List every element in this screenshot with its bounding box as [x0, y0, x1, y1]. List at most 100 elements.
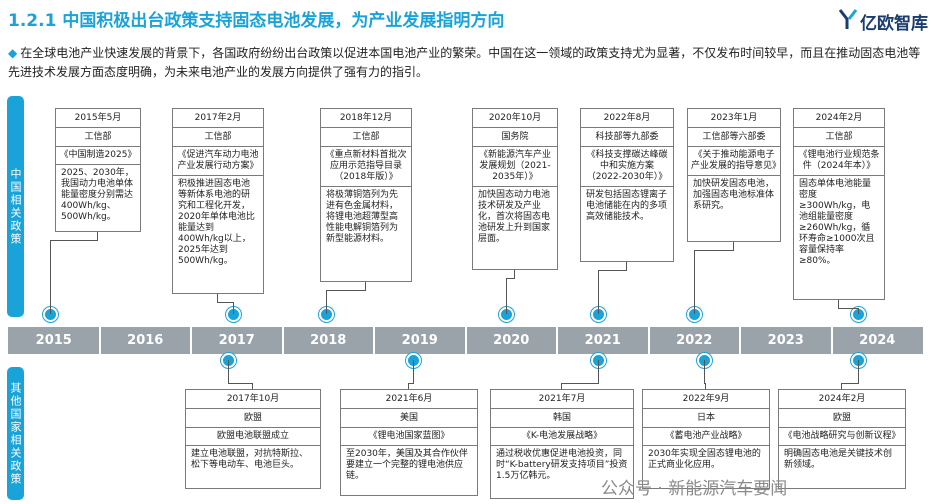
connector-line [506, 278, 507, 314]
policy-date: 2015年5月 [56, 109, 140, 128]
bullet-diamond-icon: ◆ [8, 46, 18, 60]
connector-line [217, 302, 234, 303]
connector-line [858, 360, 859, 383]
policy-name: 《促进汽车动力电池产业发展行动方案》 [173, 147, 263, 176]
logo: 亿欧智库 [838, 6, 928, 34]
intro-paragraph: ◆在全球电池产业快速发展的背景下，各国政府纷纷出台政策以促进本国电池产业的繁荣。… [8, 44, 923, 82]
connector-line [97, 230, 98, 240]
connector-line [598, 270, 599, 314]
connector-line [841, 383, 842, 389]
china-policy-card: 2023年1月工信部等六部委《关于推动能源电子产业发展的指导意见》加快研发固态电… [687, 108, 781, 242]
timeline-year: 2015 [35, 333, 72, 348]
connector-line [694, 250, 695, 314]
connector-line [514, 268, 515, 278]
timeline-separator [373, 327, 375, 354]
policy-desc: 明确固态电池是关键技术创新领域。 [784, 449, 893, 470]
connector-line [561, 383, 599, 384]
policy-date: 2024年2月 [794, 109, 884, 128]
sidebar-intl-label: 其他国家相关政策 [9, 381, 22, 486]
timeline-separator [281, 327, 284, 354]
timeline-year: 2016 [127, 333, 164, 348]
connector-line [838, 308, 859, 309]
watermark-text: 公众号 · 新能源汽车要闻 [601, 479, 788, 499]
policy-org: 美国 [341, 409, 477, 428]
policy-org: 工信部 [794, 128, 884, 147]
sidebar-intl-policies: 其他国家相关政策 [7, 367, 24, 500]
policy-desc: 加快研发固态电池，加强固态电池标准体系研究。 [693, 179, 775, 211]
policy-desc: 2030年实现全固态锂电池的正式商业化应用。 [648, 449, 761, 470]
timeline-year: 2021 [584, 333, 621, 348]
policy-org: 工信部 [173, 128, 263, 147]
timeline-separator [739, 327, 741, 354]
logo-mark-icon [838, 9, 858, 29]
sidebar-china-label: 中国相关政策 [9, 167, 22, 246]
connector-line [704, 360, 705, 383]
policy-name: 《中国制造2025》 [56, 147, 140, 165]
policy-desc: 将极薄铜箔列为先进有色金属材料，将锂电池超薄型高性能电解铜箔列为新型能源材料。 [326, 190, 399, 244]
policy-desc: 加快固态动力电池技术研发及产业化，首次将固态电池研发上升到国家层面。 [478, 190, 551, 244]
policy-name: 欧盟电池联盟成立 [186, 428, 320, 446]
timeline-separator [647, 327, 650, 354]
timeline-year: 2024 [859, 333, 896, 348]
timeline-year: 2019 [401, 333, 438, 348]
policy-date: 2022年8月 [581, 109, 673, 128]
china-policy-card: 2018年12月工信部《重点新材料首批次应用示范指导目录（2018年版）》将极薄… [320, 108, 412, 282]
policy-name: 《新能源汽车产业发展规划（2021-2035年）》 [473, 147, 557, 187]
policy-date: 2018年12月 [321, 109, 411, 128]
policy-desc: 积极推进固态电池等新体系电池的研究和工程化开发，2020年单体电池比能量达到40… [178, 179, 255, 266]
timeline-year: 2023 [767, 333, 804, 348]
connector-line [326, 290, 366, 291]
connector-line [326, 290, 327, 314]
connector-line [705, 383, 706, 389]
timeline-separator [464, 327, 467, 354]
policy-desc: 建立电池联盟，对抗特斯拉、松下等电动车、电池巨头。 [191, 449, 309, 470]
connector-line [408, 383, 409, 389]
policy-org: 国务院 [473, 128, 557, 147]
connector-line [408, 383, 414, 384]
policy-date: 2021年7月 [491, 390, 633, 409]
policy-name: 《锂电池国家蓝图》 [341, 428, 477, 446]
connector-line [841, 383, 859, 384]
connector-line [50, 240, 98, 241]
intl-policy-card: 2022年9月日本《蓄电池产业战略》 2030年实现全固态锂电池的正式商业化应用。 [642, 389, 770, 489]
policy-date: 2020年10月 [473, 109, 557, 128]
page-title: 1.2.1 中国积极出台政策支持固态电池发展，为产业发展指明方向 [8, 11, 505, 31]
connector-line [50, 240, 51, 314]
policy-desc: 通过税收优惠促进电池投资，同时“K-battery研发支持项目”投资1.5万亿韩… [496, 449, 628, 481]
policy-org: 工信部 [56, 128, 140, 147]
policy-name: 《蓄电池产业战略》 [643, 428, 769, 446]
connector-line [858, 308, 859, 314]
connector-line [694, 250, 734, 251]
policy-desc: 研发包括固态锂离子电池储能在内的多项高效储能技术。 [586, 190, 668, 222]
policy-date: 2022年9月 [643, 390, 769, 409]
policy-name: 《电池战略研究与创新议程》 [779, 428, 905, 446]
connector-line [506, 278, 515, 279]
policy-org: 日本 [643, 409, 769, 428]
connector-line [228, 383, 253, 384]
policy-name: 《K-电池发展战略》 [491, 428, 633, 446]
policy-date: 2017年10月 [186, 390, 320, 409]
intl-policy-card: 2021年7月韩国《K-电池发展战略》通过税收优惠促进电池投资，同时“K-bat… [490, 389, 634, 499]
policy-name: 《关于推动能源电子产业发展的指导意见》 [688, 147, 780, 176]
china-policy-card: 2022年8月科技部等九部委《科技支撑碳达峰碳中和实施方案（2022-2030年… [580, 108, 674, 262]
connector-line [838, 298, 839, 308]
connector-line [365, 280, 366, 290]
timeline-separator [190, 327, 192, 354]
policy-org: 欧盟 [779, 409, 905, 428]
connector-line [233, 302, 234, 314]
intl-policy-card: 2017年10月欧盟欧盟电池联盟成立建立电池联盟，对抗特斯拉、松下等电动车、电池… [185, 389, 321, 489]
policy-name: 《重点新材料首批次应用示范指导目录（2018年版）》 [321, 147, 411, 187]
timeline-year: 2018 [310, 333, 347, 348]
intro-text: 在全球电池产业快速发展的背景下，各国政府纷纷出台政策以促进本国电池产业的繁荣。中… [8, 46, 921, 79]
sidebar-china-policies: 中国相关政策 [7, 96, 24, 317]
timeline-year: 2022 [676, 333, 713, 348]
connector-line [252, 383, 253, 389]
china-policy-card: 2017年2月工信部《促进汽车动力电池产业发展行动方案》积极推进固态电池等新体系… [172, 108, 264, 294]
policy-date: 2023年1月 [688, 109, 780, 128]
policy-date: 2017年2月 [173, 109, 263, 128]
logo-text: 亿欧智库 [860, 14, 928, 34]
policy-name: 《科技支撑碳达峰碳中和实施方案（2022-2030年）》 [581, 147, 673, 187]
connector-line [733, 240, 734, 250]
policy-desc: 至2030年，美国及其合作伙伴要建立一个完整的锂电池供应链。 [346, 449, 468, 481]
timeline-separator [830, 327, 833, 354]
